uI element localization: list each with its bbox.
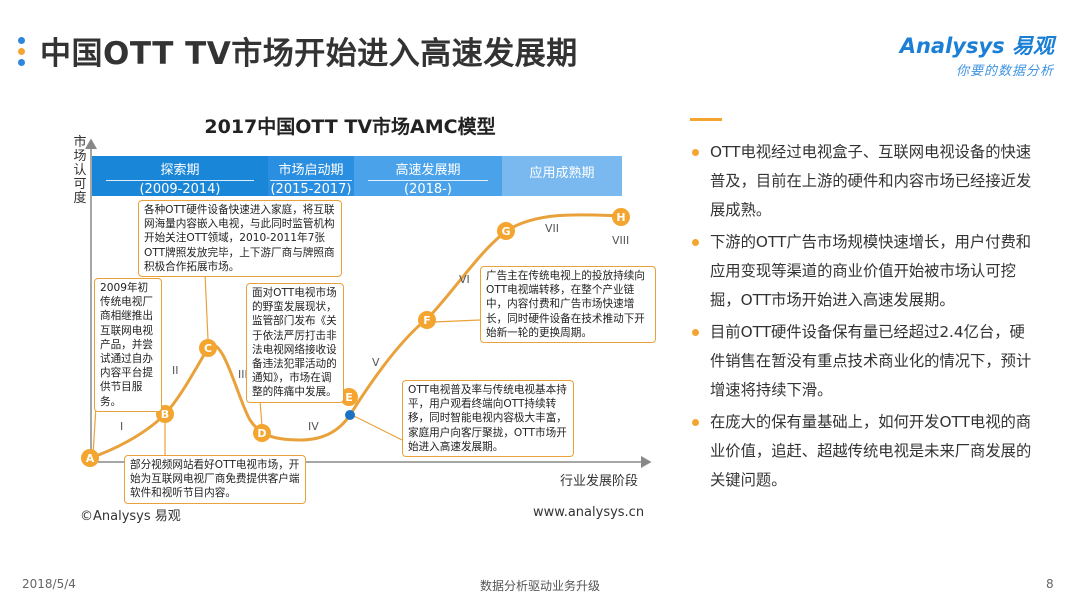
stage-band-mature — [502, 156, 622, 196]
callout-b: 部分视频网站看好OTT电视市场，开始为互联网电视厂商免费提供客户端软件和视听节目… — [124, 455, 306, 504]
svg-text:C: C — [204, 342, 212, 355]
numeral: IV — [308, 420, 319, 433]
numeral: V — [372, 356, 380, 369]
pointer-a — [92, 405, 97, 456]
pointer-f — [433, 319, 481, 323]
stage-mature: 应用成熟期 — [529, 166, 595, 181]
numeral: VIII — [612, 234, 629, 247]
callout-e: OTT电视普及率与传统电视基本持平，用户观看终端向OTT持续转移，同时智能电视内… — [402, 380, 574, 458]
pointer-c — [204, 272, 209, 341]
page-title: 中国OTT TV市场开始进入高速发展期 — [40, 36, 578, 72]
bullet-item: 在庞大的保有量基础上，如何开发OTT电视的商业价值，追赶、超越传统电视是未来厂商… — [690, 408, 1040, 495]
stage-start: 市场启动期 (2015-2017) — [270, 163, 352, 197]
callout-c: 各种OTT硬件设备快速进入家庭，将互联网海量内容嵌入电视，与此同时监管机构开始关… — [138, 200, 342, 278]
numeral: VI — [459, 273, 470, 286]
pointer-e — [349, 413, 403, 441]
numeral: III — [238, 368, 248, 381]
footer-tagline: 数据分析驱动业务升级 — [479, 579, 600, 593]
point-f: F — [418, 311, 436, 329]
callout-d: 面对OTT电视市场的野蛮发展现状，监管部门发布《关于依法严厉打击非法电视网络接收… — [246, 283, 344, 403]
point-e: E — [340, 388, 358, 406]
title-dots-icon — [18, 37, 26, 70]
callout-a: 2009年初传统电视厂商相继推出互联网电视产品，并尝试通过自办内容平台提供节目服… — [94, 278, 162, 412]
point-h: H — [612, 208, 630, 226]
current-position-dot — [345, 410, 355, 420]
amc-curve — [89, 213, 623, 460]
point-d: D — [253, 424, 271, 442]
svg-text:D: D — [257, 427, 266, 440]
logo-slogan: 你要的数据分析 — [955, 64, 1054, 79]
callout-f: 广告主在传统电视上的投放持续向OTT电视端转移，在整个产业链中，内容付费和广告市… — [480, 266, 656, 344]
svg-text:A: A — [86, 452, 95, 465]
svg-text:B: B — [161, 408, 169, 421]
brand-logo: Analysys 易观 你要的数据分析 — [900, 30, 1054, 79]
website-link[interactable]: www.analysys.cn — [533, 505, 645, 520]
svg-text:H: H — [616, 211, 625, 224]
numeral: I — [120, 420, 123, 433]
stage-growth: 高速发展期 (2018-) — [354, 156, 502, 197]
logo-brand: Analysys 易观 — [899, 34, 1054, 58]
svg-text:G: G — [501, 225, 510, 238]
footer-date: 2018/5/4 — [22, 577, 76, 591]
svg-text:E: E — [345, 391, 353, 404]
numeral: VII — [545, 222, 559, 235]
chart-title: 2017中国OTT TV市场AMC模型 — [204, 116, 496, 138]
bullet-item: 目前OTT硬件设备保有量已经超过2.4亿台，硬件销售在暂没有重点技术商业化的情况… — [690, 318, 1040, 405]
numeral: II — [172, 364, 179, 377]
y-axis-label: 市场认可度 — [73, 135, 87, 206]
stage-band-growth — [354, 156, 502, 196]
bullet-list: OTT电视经过电视盒子、互联网电视设备的快速普及，目前在上游的硬件和内容市场已经… — [690, 138, 1040, 498]
stage-band-start — [268, 156, 354, 196]
stage-band-explore — [92, 156, 268, 196]
point-c: C — [199, 339, 217, 357]
svg-text:F: F — [423, 314, 431, 327]
accent-bar — [690, 118, 722, 121]
stage-explore: 探索期 (2009-2014) — [92, 156, 268, 197]
point-g: G — [497, 222, 515, 240]
copyright: ©Analysys 易观 — [80, 509, 181, 524]
point-a: A — [81, 449, 99, 467]
bullet-item: OTT电视经过电视盒子、互联网电视设备的快速普及，目前在上游的硬件和内容市场已经… — [690, 138, 1040, 225]
bullet-item: 下游的OTT广告市场规模快速增长，用户付费和应用变现等渠道的商业价值开始被市场认… — [690, 228, 1040, 315]
page-number: 8 — [1046, 577, 1054, 591]
x-axis-label: 行业发展阶段 — [560, 474, 639, 489]
